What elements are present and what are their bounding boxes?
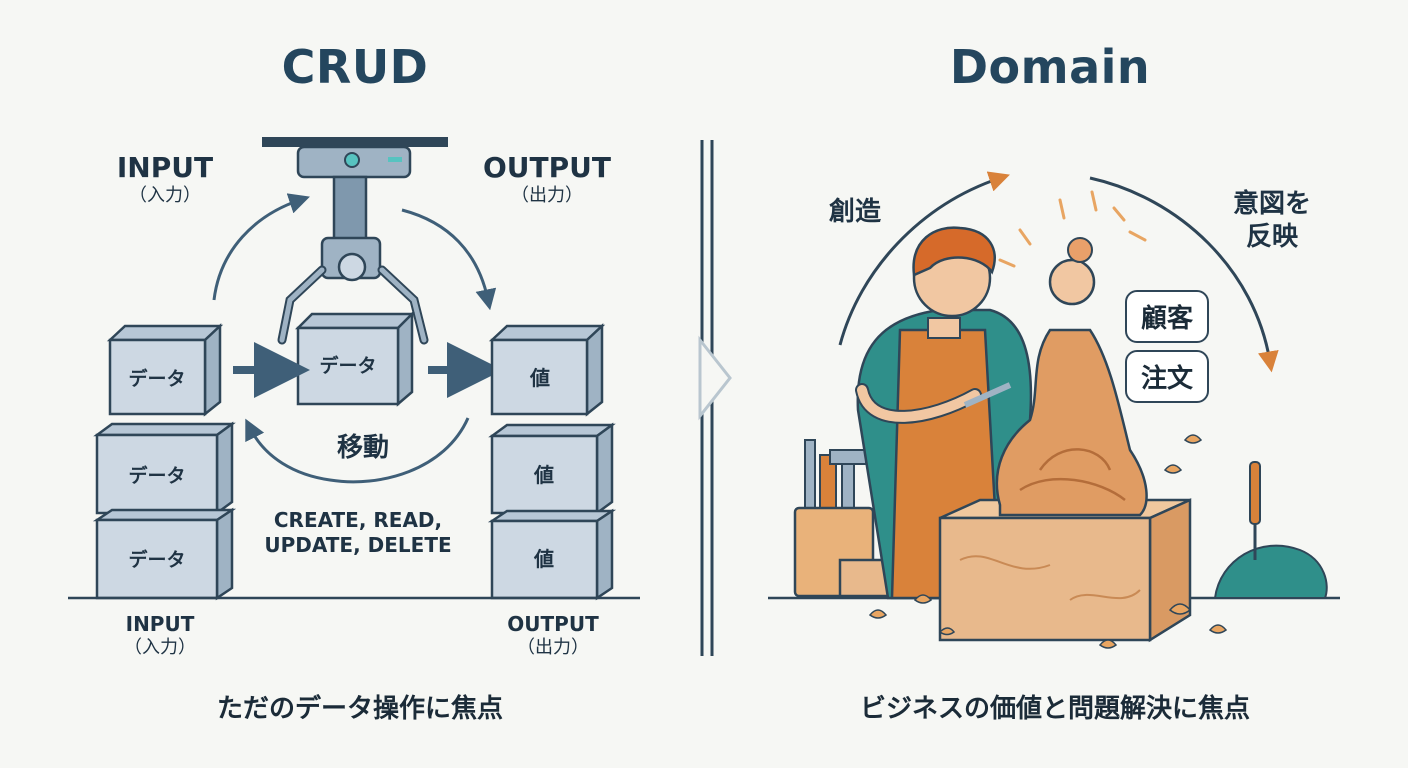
- robot-arm-icon: [262, 137, 448, 345]
- domain-title: Domain: [949, 40, 1151, 94]
- create-label: 創造: [828, 197, 881, 227]
- order-bubble: 注文: [1125, 350, 1210, 403]
- center-divider: [698, 140, 732, 656]
- data-box-held: [294, 310, 416, 407]
- box-label-held: データ: [319, 354, 376, 377]
- box-label-3: データ: [128, 548, 185, 571]
- value-label-1: 値: [529, 366, 550, 390]
- value-label-2: 値: [533, 463, 554, 487]
- chisel-icon: [1213, 461, 1328, 599]
- box-label-2: データ: [128, 464, 185, 487]
- value-box-2: [488, 422, 616, 516]
- tool-cup-icon: [793, 439, 897, 598]
- box-label-1: データ: [128, 367, 185, 390]
- data-box-3: [92, 507, 237, 601]
- stone-block: [938, 498, 1192, 643]
- customer-bubble: 顧客: [1125, 290, 1210, 343]
- intent-label: 意図を 反映: [1232, 189, 1311, 252]
- input-bottom-label: INPUT （入力）: [124, 612, 196, 658]
- data-box-2: [93, 421, 236, 516]
- sparkle-icon: [998, 190, 1147, 268]
- domain-caption: ビジネスの価値と問題解決に焦点: [859, 694, 1250, 724]
- value-label-3: 値: [533, 547, 554, 571]
- value-box-1: [488, 323, 606, 417]
- move-label: 移動: [336, 433, 389, 463]
- crud-caption: ただのデータ操作に焦点: [216, 694, 503, 724]
- sculpture-figure: [995, 237, 1148, 517]
- crud-title: CRUD: [281, 40, 429, 94]
- crud-operations-label: CREATE, READ, UPDATE, DELETE: [264, 508, 452, 557]
- input-top-label: INPUT （入力）: [116, 151, 214, 206]
- output-bottom-label: OUTPUT （出力）: [507, 612, 599, 658]
- wood-chips: [868, 434, 1228, 649]
- output-top-label: OUTPUT （出力）: [483, 151, 611, 206]
- value-box-3: [487, 508, 617, 601]
- data-box-1: [106, 323, 224, 417]
